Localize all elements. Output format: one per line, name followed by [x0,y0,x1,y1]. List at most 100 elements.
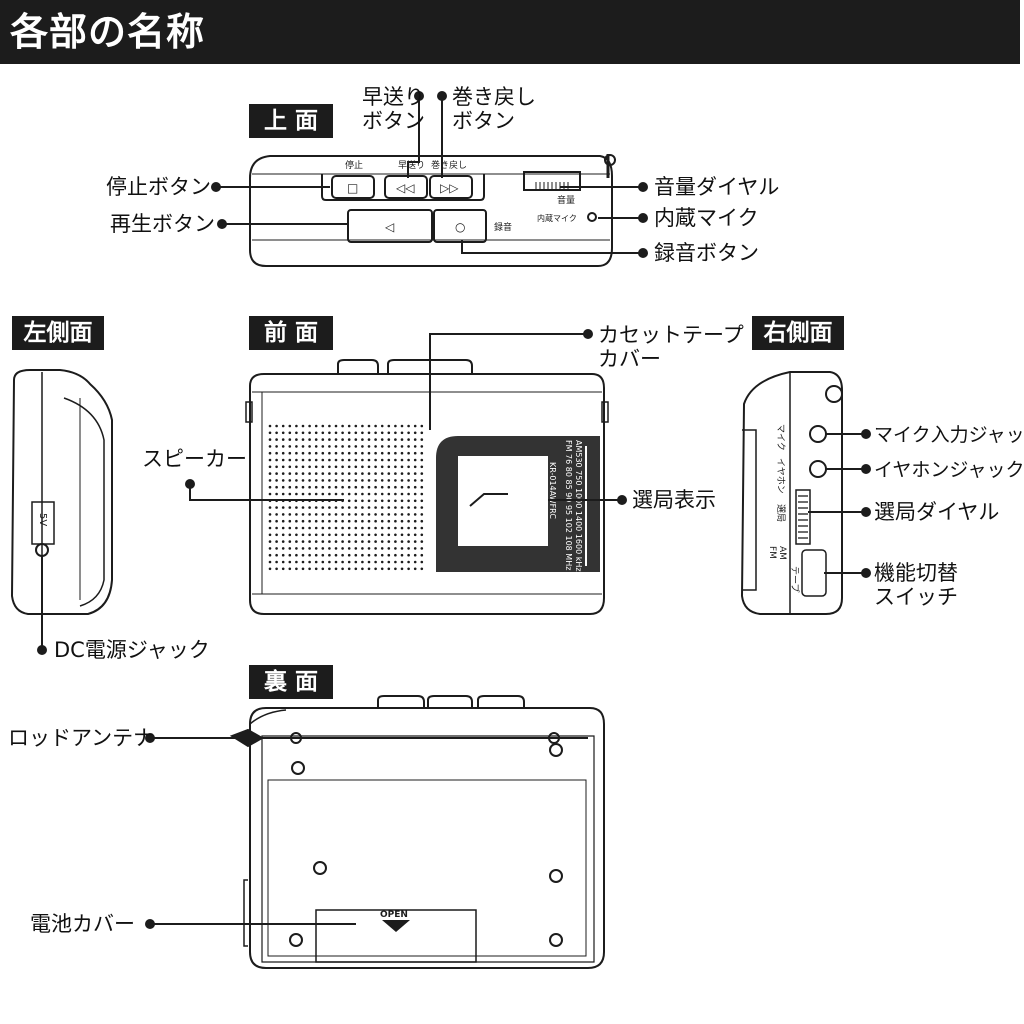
speaker-hole [321,519,325,523]
front-am-scale: AM530 750 1000 1400 1600 kHz [574,440,583,572]
label-left-view: 左側面 [12,316,104,350]
speaker-hole [407,506,410,509]
speaker-hole [380,567,384,571]
speaker-hole [268,472,272,475]
speaker-hole [400,479,404,482]
speaker-hole [354,553,358,557]
speaker-hole [407,472,410,475]
speaker-hole [275,553,278,557]
top-play-button [347,209,433,243]
speaker-hole [341,465,344,469]
back-view-drawing [229,695,605,969]
speaker-hole [321,533,325,537]
leader-lines [41,96,866,925]
speaker-hole [347,458,351,462]
speaker-hole [288,431,292,435]
speaker-hole [400,438,404,441]
speaker-hole [361,424,364,428]
speaker-hole [268,533,272,537]
speaker-hole [301,465,305,469]
speaker-hole [374,540,377,543]
speaker-hole [334,560,338,564]
speaker-hole [407,560,410,564]
speaker-hole [394,506,397,509]
speaker-hole [420,533,424,537]
speaker-hole [367,465,371,469]
speaker-hole [341,451,344,455]
speaker-hole [347,431,351,435]
speaker-hole [314,451,318,455]
speaker-hole [268,492,272,496]
speaker-hole [295,526,298,530]
leader-dots [37,91,871,929]
speaker-hole [400,519,404,523]
speaker-hole [275,506,278,509]
speaker-hole [268,547,272,550]
speaker-hole [394,492,397,496]
speaker-hole [341,424,344,428]
speaker-hole [334,458,338,462]
left-view-drawing [10,369,113,615]
speaker-hole [380,465,384,469]
speaker-hole [400,465,404,469]
speaker-hole [400,492,404,496]
speaker-hole [420,499,424,503]
speaker-hole [420,485,424,489]
speaker-hole [361,547,364,550]
speaker-hole [400,431,404,435]
speaker-hole [413,465,417,469]
speaker-hole [288,479,292,482]
speaker-hole [400,445,404,448]
speaker-hole [394,431,397,435]
speaker-hole [380,499,384,503]
speaker-hole [380,553,384,557]
speaker-hole [268,485,272,489]
speaker-hole [407,465,410,469]
speaker-hole [328,492,331,496]
speaker-hole [380,526,384,530]
speaker-hole [347,560,351,564]
speaker-hole [387,479,391,482]
speaker-hole [374,472,377,475]
speaker-hole [281,451,285,455]
speaker-hole [420,513,424,516]
speaker-hole [420,424,424,428]
speaker-hole [314,485,318,489]
speaker-hole [400,424,404,428]
speaker-hole [281,472,285,475]
speaker-hole [394,513,397,516]
speaker-hole [301,472,305,475]
speaker-hole [367,540,371,543]
speaker-hole [347,526,351,530]
speaker-hole [334,465,338,469]
speaker-hole [361,438,364,441]
speaker-hole [394,540,397,543]
speaker-hole [308,479,311,482]
speaker-hole [321,540,325,543]
speaker-hole [328,506,331,509]
speaker-hole [321,451,325,455]
speaker-hole [301,485,305,489]
speaker-hole [374,499,377,503]
speaker-hole [347,465,351,469]
speaker-hole [288,458,292,462]
right-mic-text: マイク [775,424,786,451]
speaker-hole [413,445,417,448]
speaker-hole [413,492,417,496]
speaker-hole [281,485,285,489]
speaker-hole [413,533,417,537]
speaker-hole [328,526,331,530]
speaker-hole [394,424,397,428]
speaker-hole [374,424,377,428]
speaker-hole [400,526,404,530]
speaker-hole [328,567,331,571]
speaker-hole [374,492,377,496]
speaker-hole [295,431,298,435]
speaker-hole [400,451,404,455]
speaker-hole [275,567,278,571]
speaker-hole [301,431,305,435]
speaker-hole [354,499,358,503]
speaker-hole [334,479,338,482]
speaker-hole [308,560,311,564]
speaker-hole [347,540,351,543]
